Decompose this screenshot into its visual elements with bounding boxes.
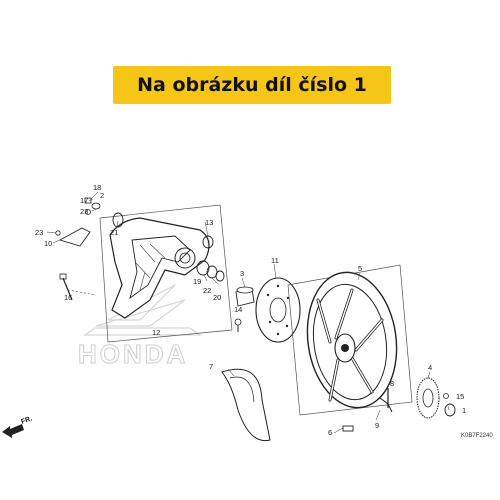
part-number: 10 [44,239,52,248]
mudguard [221,368,271,442]
part-number: 7 [209,362,213,371]
valve-parts [342,388,393,432]
direction-label: FR. [20,415,33,425]
front-direction-arrow: FR. [2,415,33,438]
part-number: 3 [240,269,244,278]
part-number: 8 [390,379,394,388]
part-number: 15 [456,392,464,401]
part-banner: Na obrázku díl číslo 1 [113,66,391,104]
part-number: 17 [80,196,88,205]
honda-watermark-text: HONDA [78,339,188,369]
part-number: 16 [64,293,72,302]
part-number: 1 [462,406,466,415]
part-number: 23 [35,228,43,237]
honda-wing-logo: HONDA [78,284,202,370]
part-number: 6 [328,428,332,437]
part-number: 14 [234,305,242,314]
part-number: 21 [110,228,118,237]
swingarm-group [99,204,233,343]
part-number: 20 [213,293,221,302]
part-number: 11 [271,256,279,265]
part-number: 12 [152,328,160,337]
axle-collar [234,286,255,332]
part-number: 2 [100,191,104,200]
leader-lines [46,191,450,434]
part-number: 5 [358,264,362,273]
brake-disc [255,277,301,343]
upper-hardware [55,197,101,301]
part-number: 13 [205,218,213,227]
part-labels: 18 17 2 23 23 10 16 21 13 12 19 22 20 3 … [35,183,466,437]
part-number: 18 [93,183,101,192]
sprocket [416,377,456,419]
diagram-code: K0B7F2240 [461,433,493,439]
part-number: 4 [428,363,432,372]
part-number: 22 [203,286,211,295]
banner-text: Na obrázku díl číslo 1 [137,74,367,96]
part-number: 19 [193,277,201,286]
part-number: 9 [375,421,379,430]
wheel-group [287,264,413,416]
part-number: 23 [80,207,88,216]
